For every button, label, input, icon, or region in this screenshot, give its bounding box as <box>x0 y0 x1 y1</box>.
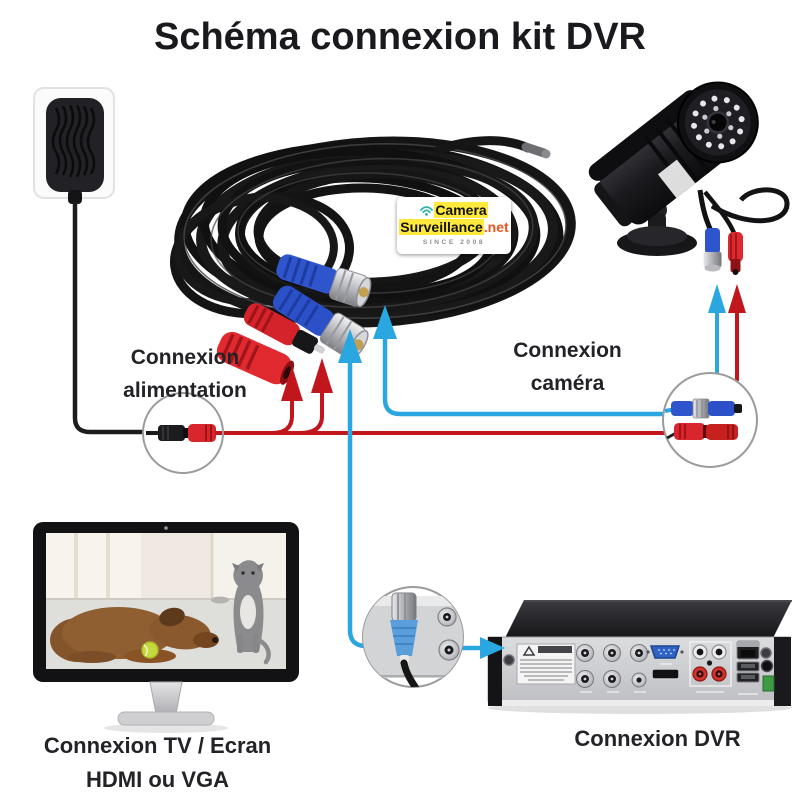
camera-lens <box>706 111 730 134</box>
dvr-usb-ports <box>736 661 760 683</box>
label-power-line1: Connexion <box>130 346 240 369</box>
label-dvr-connection: Connexion DVR <box>574 726 741 751</box>
power-arrow-female-icon <box>281 366 303 401</box>
adapter-ridges <box>51 104 96 178</box>
power-flow <box>200 284 746 435</box>
dvr-audio-jack <box>760 659 774 673</box>
coil-bnc-connector-upper <box>276 254 372 308</box>
dvr-top <box>505 600 792 638</box>
label-tv-connection: Connexion TV / Ecran HDMI ou VGA <box>10 729 305 797</box>
coil-dc-female-connector <box>216 331 295 385</box>
dvr-port-marks <box>580 663 758 695</box>
security-camera <box>588 81 790 275</box>
wifi-icon <box>420 203 434 219</box>
video-flow-line-camera <box>382 338 668 417</box>
camera-body <box>588 81 759 227</box>
camera-pigtail-power <box>728 232 743 275</box>
cable-tail <box>433 136 533 155</box>
page-title: Schéma connexion kit DVR <box>153 16 646 58</box>
camera-label-sticker <box>657 159 696 198</box>
magnifier-dvr-connection <box>362 586 464 688</box>
dvr-rca-ports <box>689 641 732 687</box>
screen-cat <box>232 560 271 665</box>
dvr-hdmi-port <box>651 668 680 680</box>
monitor-screen <box>46 533 286 669</box>
bnc-coupling <box>671 398 742 419</box>
tennis-ball <box>141 641 159 659</box>
label-power-connection: Connexion alimentation <box>70 341 300 407</box>
dvr-bnc-ports <box>576 644 648 688</box>
bnc-plug-in-port <box>390 592 422 687</box>
label-camera-line1: Connexion <box>513 339 622 362</box>
dvr-terminal-block <box>762 675 775 692</box>
dvr-caution-label <box>516 643 576 685</box>
logo-tagline: SINCE 2008 <box>422 239 486 246</box>
label-power-line2: alimentation <box>123 379 247 402</box>
label-camera-line2: caméra <box>530 372 605 395</box>
logo-brand-top: Camera <box>434 202 488 218</box>
dvr-unit <box>487 600 792 714</box>
label-tv-line1: Connexion TV / Ecran <box>43 733 272 758</box>
coil-dc-male-connector <box>243 303 325 354</box>
monitor <box>33 522 299 733</box>
bnc-arrow-2-icon <box>373 305 397 339</box>
logo-brand-bottom: Surveillance <box>399 219 484 235</box>
brand-logo: Camera Surveillance.net SINCE 2008 <box>397 197 511 254</box>
label-camera-connection: Connexion caméra <box>455 334 680 400</box>
video-flow-line-dvr <box>347 362 372 649</box>
magnifier-power-connection <box>142 392 224 474</box>
magnifier-camera-connection <box>662 372 758 468</box>
power-adapter <box>33 87 152 435</box>
adapter-cable <box>72 202 152 435</box>
cable-coil <box>169 136 576 328</box>
camera-pigtail-bnc <box>703 228 722 272</box>
dvr-ethernet-port <box>736 640 760 660</box>
dvr-arrow-icon <box>480 637 505 659</box>
monitor-stand <box>117 681 215 726</box>
label-tv-line2: HDMI ou VGA <box>86 767 229 792</box>
power-arrow-male-icon <box>311 358 333 393</box>
camera-video-arrow-icon <box>708 284 726 313</box>
camera-power-arrow-icon <box>728 284 746 313</box>
bnc-arrow-1-icon <box>338 329 362 363</box>
dvr-vga-port <box>646 645 684 659</box>
dc-coupling <box>674 423 738 440</box>
ir-leds <box>691 95 745 150</box>
logo-brand-tld: .net <box>483 219 509 235</box>
